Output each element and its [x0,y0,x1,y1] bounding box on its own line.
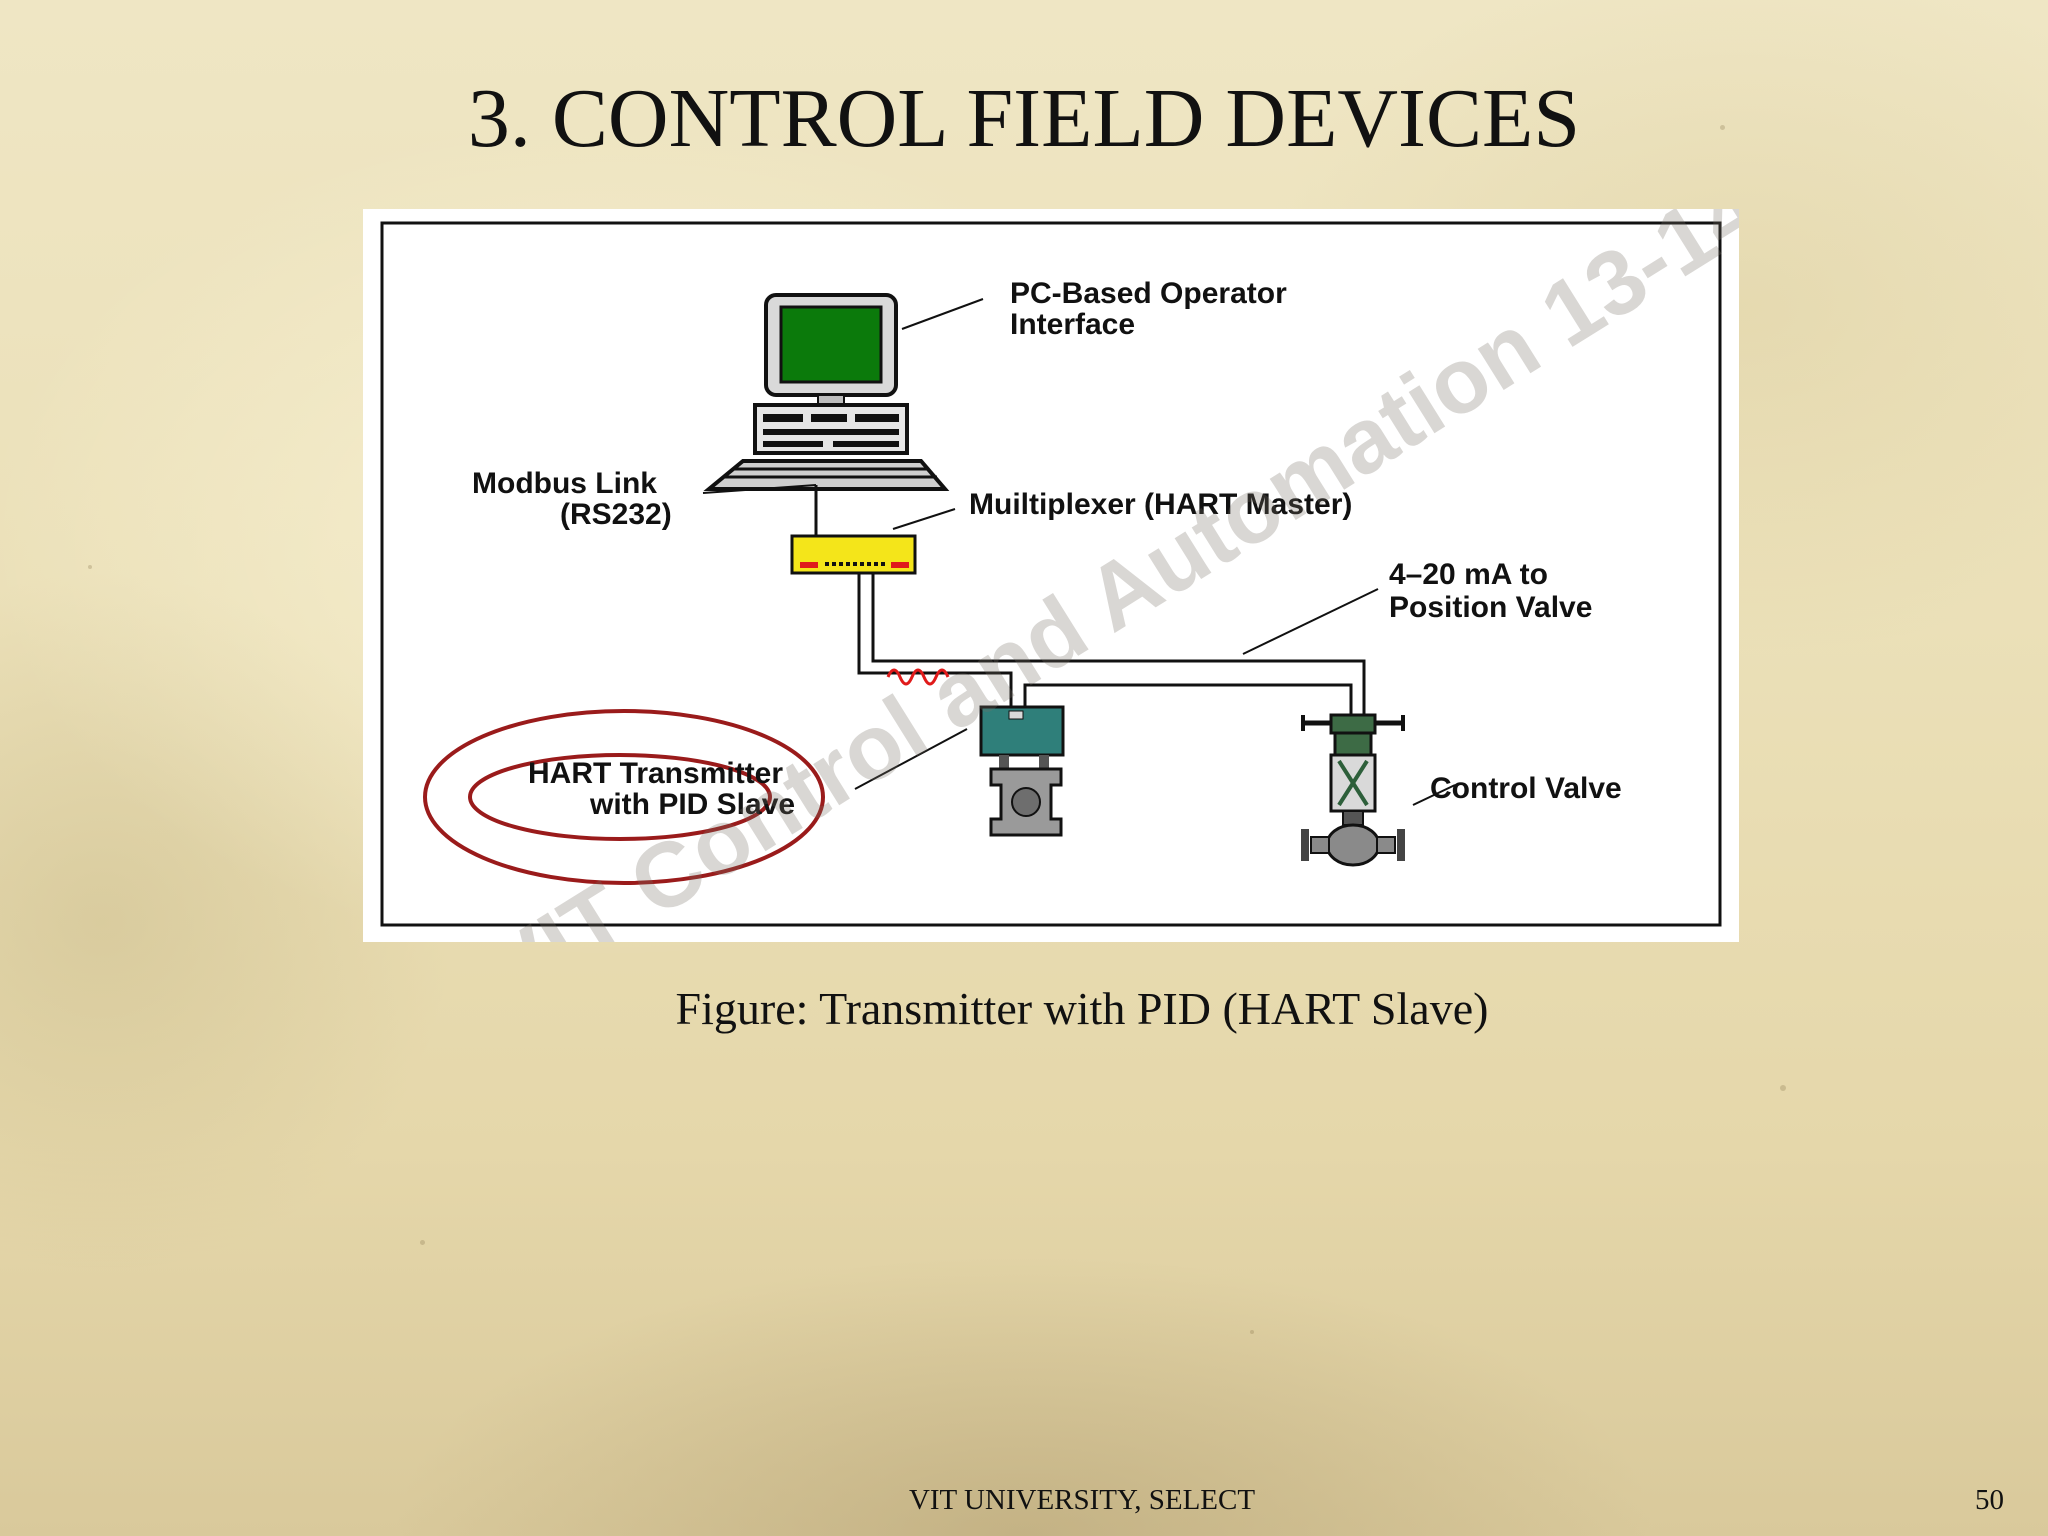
control-valve-icon [1301,713,1405,867]
modbus-label-leader [702,484,817,494]
diagram-figure: PC-Based Operator Interface Modbus Link … [363,209,1739,942]
label-pc-line1: PC-Based Operator [1010,277,1287,310]
label-multiplexer: Muiltiplexer (HART Master) [969,488,1352,521]
background-speck [1780,1085,1786,1091]
highlight-ellipse-inner [468,753,772,841]
valve-label-leader [1412,784,1456,806]
diagram-frame [380,221,1722,927]
background-speck [1720,125,1725,130]
label-transmitter-line1: HART Transmitter [528,757,783,790]
label-transmitter-line2: with PID Slave [589,788,795,821]
label-control-valve: Control Valve [1430,772,1622,805]
hart-network-diagram: PC-Based Operator Interface Modbus Link … [380,209,1739,942]
label-modbus-line2: (RS232) [560,498,672,531]
transmitter-label-leader [854,728,968,790]
hart-signal-wave [886,668,950,686]
pc-computer-icon [703,293,950,491]
figure-caption: Figure: Transmitter with PID (HART Slave… [675,983,1489,1034]
slide-title: 3. CONTROL FIELD DEVICES [467,72,1581,165]
wiring [857,573,1366,727]
label-current-line2: Position Valve [1389,591,1592,624]
highlight-ellipse-outer [423,709,825,885]
keyboard [703,459,950,491]
pc-label-leader [901,298,984,330]
background-speck [88,565,92,569]
slide-footer: VIT UNIVERSITY, SELECT [908,1484,1256,1516]
multiplexer-label-leader [892,508,956,530]
current-label-leader [1242,588,1379,655]
background-speck [1250,1330,1254,1334]
label-pc-line2: Interface [1010,308,1135,341]
multiplexer-device [790,534,917,575]
label-current-line1: 4–20 mA to [1389,558,1548,591]
pc-screen [779,305,883,384]
page-number: 50 [1975,1484,2004,1516]
background-speck [420,1240,425,1245]
hart-transmitter-icon [979,705,1065,837]
label-modbus-line1: Modbus Link [472,467,657,500]
